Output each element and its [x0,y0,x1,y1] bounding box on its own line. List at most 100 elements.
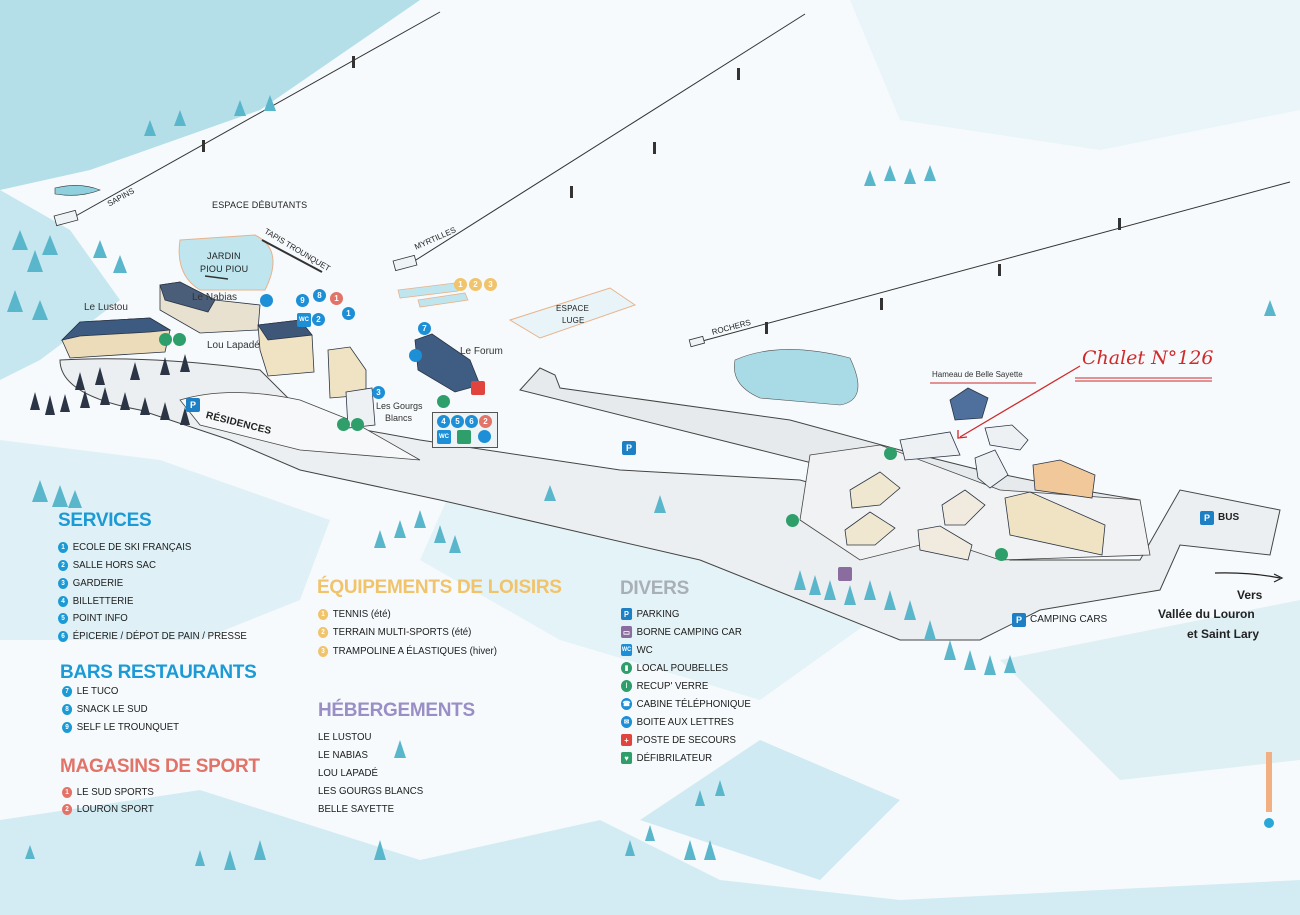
bottle-icon[interactable] [337,418,350,431]
wc-icon[interactable]: WC [297,313,311,327]
legend-item: ▭BORNE CAMPING CAR [621,626,742,638]
trash-icon[interactable] [437,395,450,408]
legend-item-label: SNACK LE SUD [76,703,148,715]
marker-leisure-1[interactable]: 1 [454,278,467,291]
marker-leisure-2[interactable]: 2 [469,278,482,291]
number-7-icon: 7 [62,685,73,697]
mail-icon[interactable] [260,294,273,307]
legend-item-label: LE TUCO [76,685,119,697]
marker-8[interactable]: 8 [313,289,326,302]
area-label-hameau-belle-sayette: Hameau de Belle Sayette [932,370,1023,379]
camping-cars-label: CAMPING CARS [1030,614,1108,625]
legend-item-label: TENNIS (été) [332,608,391,620]
chalet-annotation: Chalet N°126 [1082,347,1214,369]
legend-item: LOU LAPADÉ [318,767,378,779]
number-9-icon: 9 [62,721,73,733]
defibrillator-icon: ♥ [621,752,633,764]
trash-icon[interactable] [884,447,897,460]
number-3-icon: 3 [58,577,69,589]
legend-item: ▮LOCAL POUBELLES [621,662,728,674]
area-label-espace-debutants: ESPACE DÉBUTANTS [212,200,308,210]
camping-car-icon: ▭ [621,626,633,638]
parking-bus-icon[interactable]: P [1200,511,1214,525]
legend-item-label: LOURON SPORT [76,803,154,815]
marker-3[interactable]: 3 [372,386,385,399]
camping-car-icon[interactable] [838,567,852,581]
marker-leisure-3[interactable]: 3 [484,278,497,291]
trash-icon: ▮ [621,662,633,674]
trash-icon[interactable] [173,333,186,346]
number-2-icon: 2 [58,559,69,571]
legend-item: ✉BOITE AUX LETTRES [621,716,734,728]
legend-item-label: POSTE DE SECOURS [636,734,736,746]
legend-item: LES GOURGS BLANCS [318,785,424,797]
first-aid-icon[interactable] [471,381,485,395]
marker-6[interactable]: 6 [465,415,478,428]
marker-shop-1[interactable]: 1 [330,292,343,305]
chalet-annotation-arrow [930,365,1212,439]
forest-slope [0,0,420,190]
bottle-icon[interactable] [786,514,799,527]
mail-icon: ✉ [621,716,633,728]
area-label-jardin: JARDIN [207,251,241,261]
wc-icon: WC [621,644,633,656]
parking-camping-cars-icon[interactable]: P [1012,613,1026,627]
legend-item-label: TRAMPOLINE A ÉLASTIQUES (hiver) [332,645,497,657]
legend-item-label: SELF LE TROUNQUET [76,721,180,733]
mail-icon[interactable] [478,430,491,443]
marker-2[interactable]: 2 [312,313,325,326]
legend-item: LE NABIAS [318,749,368,761]
legend-heading-divers: DIVERS [620,578,689,599]
legend-item: BELLE SAYETTE [318,803,395,815]
legend-item-label: LOCAL POUBELLES [636,662,729,674]
legend-item-label: BILLETTERIE [72,595,134,607]
building-label-le-nabias: Le Nabias [192,292,238,303]
defibrillator-icon[interactable] [457,430,471,444]
legend-item-label: GARDERIE [72,577,124,589]
bus-label: BUS [1218,512,1240,523]
legend-heading-services: SERVICES [58,510,152,531]
legend-item-label: TERRAIN MULTI-SPORTS (été) [332,626,472,638]
wc-icon[interactable]: WC [437,430,451,444]
legend-item-label: BORNE CAMPING CAR [636,626,742,638]
marker-7[interactable]: 7 [418,322,431,335]
number-1-icon: 1 [62,786,73,798]
parking-icon[interactable]: P [186,398,200,412]
first-aid-icon: + [621,734,633,746]
trash-icon[interactable] [351,418,364,431]
marker-shop-2[interactable]: 2 [479,415,492,428]
marker-1[interactable]: 1 [342,307,355,320]
bottle-icon[interactable] [159,333,172,346]
legend-item-label: POINT INFO [72,612,128,624]
legend-item-label: CABINE TÉLÉPHONIQUE [636,698,751,710]
marker-5[interactable]: 5 [451,415,464,428]
area-label-luge: LUGE [562,316,585,325]
bottle-icon: ǀ [621,680,633,692]
number-1-icon: 1 [58,541,69,553]
parking-icon[interactable]: P [622,441,636,455]
building-label-blancs: Blancs [385,413,413,423]
marker-9[interactable]: 9 [296,294,309,307]
legend-heading-magasins-de-sport: MAGASINS DE SPORT [60,756,260,777]
marker-4[interactable]: 4 [437,415,450,428]
legend-item-label: RECUP' VERRE [636,680,709,692]
area-label-piou-piou: PIOU PIOU [200,264,249,274]
direction-vallee-du-louron: Vallée du Louron [1158,607,1255,621]
phone-icon: ☎ [621,698,633,710]
legend-heading-bars-restaurants: BARS RESTAURANTS [60,662,257,683]
number-5-icon: 5 [58,612,69,624]
phone-icon[interactable] [409,349,422,362]
trash-icon[interactable] [995,548,1008,561]
